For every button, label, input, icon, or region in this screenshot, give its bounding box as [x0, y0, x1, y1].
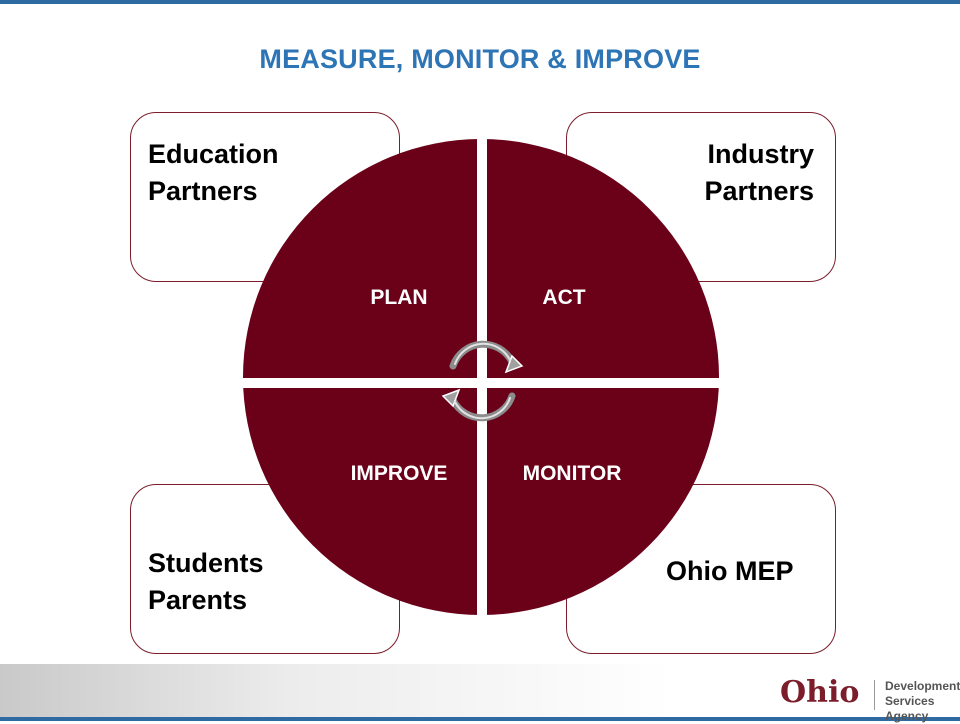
- improve-label: IMPROVE: [350, 462, 448, 485]
- page-title: MEASURE, MONITOR & IMPROVE: [259, 44, 701, 74]
- education-partners-label: Education Partners: [148, 139, 279, 206]
- students-parents-label: Students Parents: [148, 548, 264, 615]
- footer-bar: [0, 664, 960, 721]
- act-quadrant: [481, 139, 719, 377]
- improve-quadrant: [243, 377, 481, 615]
- plan-quadrant: [243, 139, 481, 377]
- top-accent-bar: [0, 0, 960, 4]
- footer-accent-strip: [0, 717, 960, 721]
- ohio-mep-label: Ohio MEP: [666, 556, 794, 586]
- circular-arrows-icon: [441, 340, 524, 422]
- act-label: ACT: [542, 286, 586, 309]
- industry-partners-label: Industry Partners: [704, 139, 814, 206]
- horizontal-divider: [220, 378, 742, 388]
- logo-divider: [874, 680, 875, 710]
- agency-name: Development Services Agency: [885, 679, 960, 723]
- monitor-quadrant: [481, 377, 719, 615]
- ohio-logo: Ohio: [780, 675, 860, 710]
- monitor-label: MONITOR: [522, 462, 622, 485]
- plan-label: PLAN: [370, 286, 428, 309]
- wheel-quadrants: [220, 120, 742, 640]
